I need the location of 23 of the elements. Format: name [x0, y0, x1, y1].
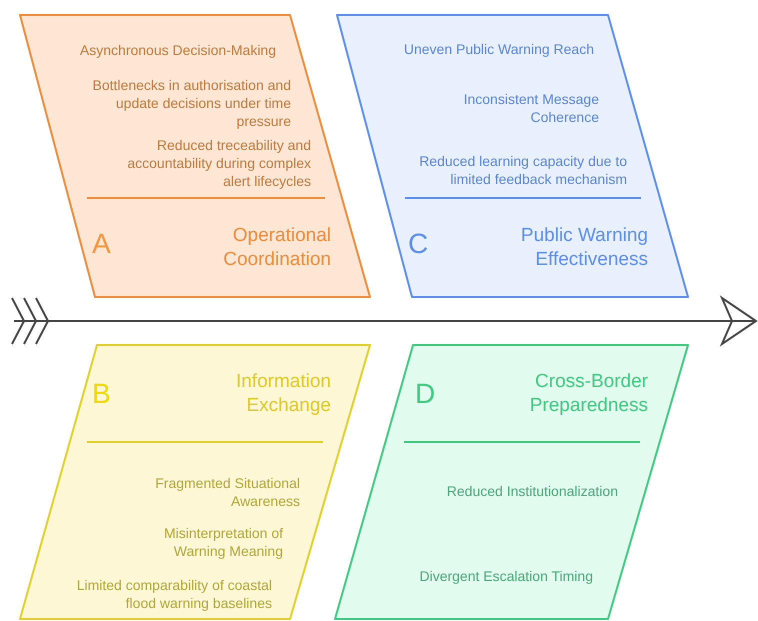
- cause-text: Reduced learning capacity due to limited feedback mechanism: [418, 152, 627, 188]
- cause-text: Reduced Institutionalization: [446, 482, 618, 500]
- category-panel: [335, 15, 688, 297]
- cause-text: Misinterpretation of Warning Meaning: [162, 524, 283, 560]
- cause-text: Inconsistent Message Coherence: [462, 90, 599, 126]
- category-title: Information Exchange: [234, 370, 331, 418]
- cause-text: Fragmented Situational Awareness: [154, 474, 300, 510]
- category-panel: [18, 15, 370, 297]
- cause-text: Limited comparability of coastal flood warning baselines: [76, 576, 272, 612]
- category-title: Operational Coordination: [222, 224, 331, 272]
- cause-text: Asynchronous Decision-Making: [78, 41, 276, 59]
- cause-text: Divergent Escalation Timing: [418, 567, 593, 585]
- cause-text: Reduced treceability and accountability during complex alert lifecycles: [126, 136, 311, 190]
- category-panel: [18, 345, 370, 619]
- category-panel: [333, 345, 688, 619]
- category-letter: D: [415, 378, 436, 410]
- cause-text: Bottlenecks in authorisation and update decisions under time pressure: [92, 76, 291, 130]
- category-title: Public Warning Effectiveness: [520, 224, 648, 272]
- category-title: Cross-Border Preparedness: [528, 370, 648, 418]
- category-letter: B: [92, 378, 112, 410]
- cause-text: Uneven Public Warning Reach: [402, 40, 594, 58]
- category-letter: C: [408, 228, 430, 260]
- category-letter: A: [92, 228, 112, 260]
